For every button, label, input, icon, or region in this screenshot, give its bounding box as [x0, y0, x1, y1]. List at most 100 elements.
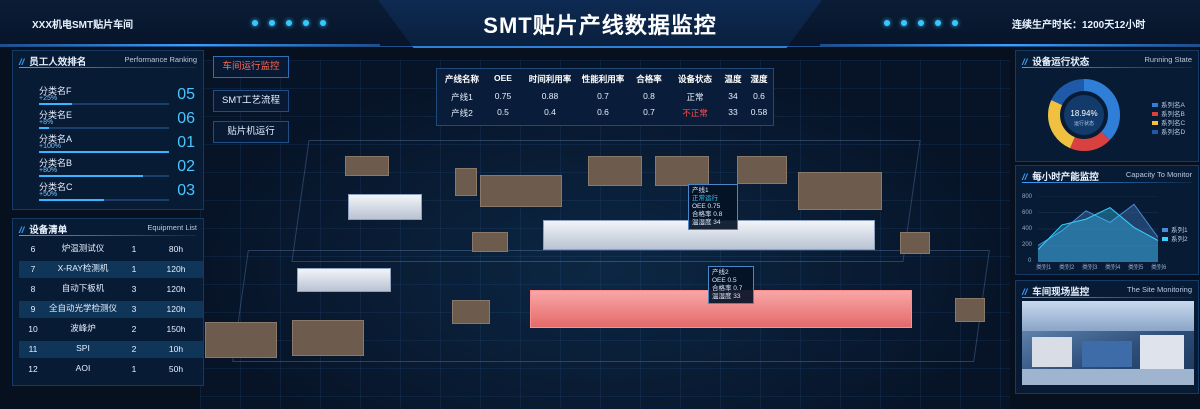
y-tick: 200 — [1022, 242, 1033, 248]
slash-icon: // — [1022, 287, 1028, 298]
line1-callout[interactable]: 产线1 正常运行 OEE 0.75 合格率 0.8 温湿度 34 — [688, 184, 738, 230]
page-title: SMT贴片产线数据监控 — [483, 13, 717, 38]
camera-feed-image[interactable] — [1022, 301, 1194, 385]
cell-hum: 0.6 — [753, 91, 765, 101]
donut-center-label: 运行状态 — [1074, 120, 1094, 127]
smt-machine[interactable] — [297, 268, 391, 292]
storage-box — [655, 156, 709, 186]
x-tick: 类别2 — [1059, 265, 1075, 271]
equipment-no: 10 — [28, 324, 38, 334]
col-header: 性能利用率 — [581, 74, 625, 84]
storage-box — [900, 232, 930, 254]
equipment-no: 6 — [30, 244, 36, 254]
ranking-name: 分类名F — [39, 86, 72, 96]
donut-slice — [1048, 79, 1120, 151]
ranking-row[interactable]: 分类名F+25% 05 — [19, 83, 203, 109]
col-header: 产线名称 — [444, 74, 479, 84]
tab-placement-machine[interactable]: 贴片机运行 — [213, 121, 289, 143]
ranking-bar — [39, 199, 169, 201]
ranking-row[interactable]: 分类名C+50%03 — [19, 179, 203, 205]
equipment-qty: 3 — [131, 304, 137, 314]
tab-workshop-monitor[interactable]: 车间运行监控 — [213, 56, 289, 78]
y-tick: 0 — [1028, 258, 1032, 264]
slash-icon: // — [1022, 172, 1028, 183]
ranking-number: 06 — [177, 110, 195, 127]
col-header: OEE — [494, 73, 512, 83]
cell-pass: 0.8 — [643, 91, 655, 101]
cell-temp: 34 — [728, 91, 738, 101]
workshop-name: XXX机电SMT贴片车间 — [32, 20, 134, 31]
legend-item: 系列1 — [1162, 224, 1188, 234]
capacity-subtitle: Capacity To Monitor — [1125, 170, 1192, 179]
x-tick: 类别3 — [1082, 265, 1098, 271]
cell-time: 0.88 — [541, 91, 559, 101]
tab-smt-process[interactable]: SMT工艺流程 — [213, 90, 289, 112]
slash-icon: // — [19, 225, 25, 236]
storage-box — [472, 232, 508, 252]
cell-oee: 0.5 — [497, 107, 509, 117]
cell-status: 不正常 — [682, 108, 708, 118]
y-tick: 600 — [1022, 210, 1033, 216]
ranking-bar — [39, 151, 169, 153]
storage-box — [737, 156, 787, 184]
equipment-qty: 2 — [131, 344, 137, 354]
ranking-row[interactable]: 分类名B+80%02 — [19, 155, 203, 181]
equipment-subtitle: Equipment List — [147, 223, 197, 232]
ranking-row[interactable]: 分类名A+100%01 — [19, 131, 203, 157]
equipment-time: 10h — [168, 344, 184, 354]
col-header: 湿度 — [750, 74, 768, 84]
monitoring-title: 车间现场监控 — [1032, 287, 1090, 298]
y-tick: 800 — [1022, 194, 1033, 200]
header-dots-right — [884, 20, 958, 26]
equipment-qty: 1 — [131, 364, 137, 374]
running-state-subtitle: Running State — [1144, 55, 1192, 64]
cell-pass: 0.7 — [643, 107, 655, 117]
ranking-row[interactable]: 分类名E+8% 06 — [19, 107, 203, 133]
equipment-no: 12 — [28, 364, 38, 374]
legend-item: 系列名B — [1152, 108, 1185, 118]
smt-machine[interactable] — [348, 194, 422, 220]
equipment-time: 120h — [166, 304, 186, 314]
equipment-name: 波峰炉 — [70, 323, 96, 333]
storage-box — [452, 300, 490, 324]
donut-slice — [1048, 79, 1120, 151]
cell-perf: 0.6 — [597, 107, 609, 117]
x-tick: 类别6 — [1151, 265, 1167, 271]
ranking-name: 分类名A — [39, 134, 73, 144]
legend-item: 系列名C — [1152, 117, 1185, 127]
legend-item: 系列名D — [1152, 126, 1185, 136]
table-header: 产线名称 OEE 时间利用率 性能利用率 合格率 设备状态 温度 湿度 — [437, 73, 773, 89]
storage-box — [205, 322, 277, 358]
ranking-number: 03 — [177, 182, 195, 199]
cell-perf: 0.7 — [597, 91, 609, 101]
ranking-number: 05 — [177, 86, 195, 103]
equipment-no: 9 — [30, 304, 36, 314]
site-monitoring-panel: //车间现场监控 The Site Monitoring — [1015, 280, 1199, 394]
line2-callout[interactable]: 产线2 OEE 0.5 合格率 0.7 温湿度 33 — [708, 266, 754, 304]
storage-box — [588, 156, 642, 186]
equipment-qty: 3 — [131, 284, 137, 294]
equipment-name: 自动下板机 — [61, 283, 105, 293]
equipment-no: 8 — [30, 284, 36, 294]
equipment-name: AOI — [75, 363, 91, 373]
ranking-percent: +8% — [39, 119, 54, 126]
series-area-2 — [1038, 207, 1158, 262]
x-tick: 类别5 — [1128, 265, 1144, 271]
storage-box — [480, 175, 562, 207]
cell-name: 产线1 — [451, 92, 473, 102]
ranking-percent: +25% — [39, 95, 58, 102]
ranking-name: 分类名E — [39, 110, 73, 120]
equipment-qty: 1 — [131, 244, 137, 254]
equipment-name: X-RAY检测机 — [57, 263, 109, 273]
